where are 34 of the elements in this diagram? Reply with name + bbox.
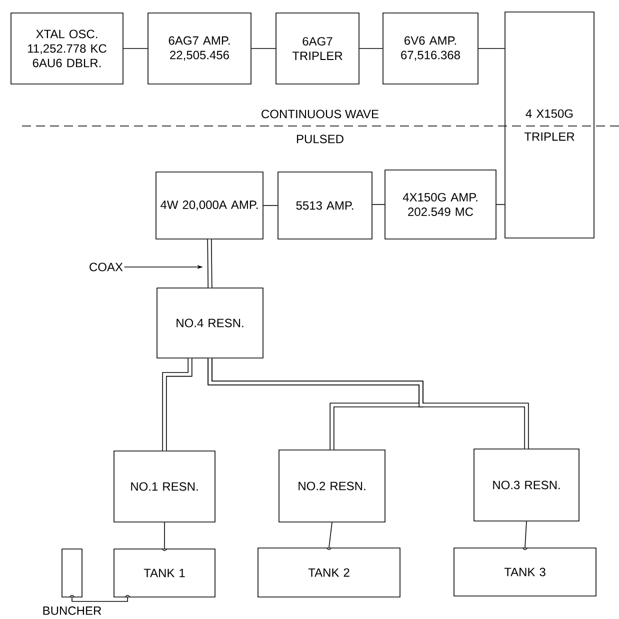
stage-box: 6AG7 TRIPLER <box>276 12 360 84</box>
callout-text: COAX <box>90 262 123 272</box>
connector-line <box>70 595 130 602</box>
coax-line <box>162 358 192 451</box>
stage-box: 6AG7 AMP. 22,505.456 <box>148 12 252 84</box>
connector-line <box>162 522 167 551</box>
connector-line <box>372 204 385 205</box>
resonator-box: NO.3 RESN. <box>474 448 580 522</box>
connector-line <box>326 522 332 550</box>
connector-line <box>478 48 505 49</box>
resonator-box: NO.2 RESN. <box>278 450 386 522</box>
node-caption: BUNCHER <box>43 606 102 615</box>
section-label: CONTINUOUS WAVE <box>262 110 378 118</box>
connector-line <box>123 48 148 49</box>
section-label: PULSED <box>296 134 344 144</box>
connector-line <box>496 204 505 205</box>
stage-box: 4W 20,000A AMP. <box>156 172 264 240</box>
coax-line <box>208 358 529 449</box>
connector-line <box>522 521 528 550</box>
coax-line <box>207 239 212 288</box>
tank-box: TANK 3 <box>454 548 596 596</box>
connector-line <box>359 48 383 49</box>
stage-box: 5513 AMP. <box>278 172 372 240</box>
connector-line <box>251 48 276 49</box>
stage-box: XTAL OSC. 11,252.778 KC 6AU6 DBLR. <box>10 12 124 84</box>
tank-box: TANK 1 <box>114 548 216 598</box>
stage-box: 4X150G AMP. 202.549 MC <box>384 170 496 240</box>
amplifier-box: 4 X150G TRIPLER <box>504 12 594 238</box>
resonator-box: NO.4 RESN. <box>156 288 264 358</box>
buncher-box <box>62 548 82 598</box>
stage-box: 6V6 AMP. 67,516.368 <box>382 12 478 84</box>
resonator-box: NO.1 RESN. <box>114 450 216 522</box>
tank-box: TANK 2 <box>258 548 400 598</box>
connector-line <box>263 205 278 206</box>
